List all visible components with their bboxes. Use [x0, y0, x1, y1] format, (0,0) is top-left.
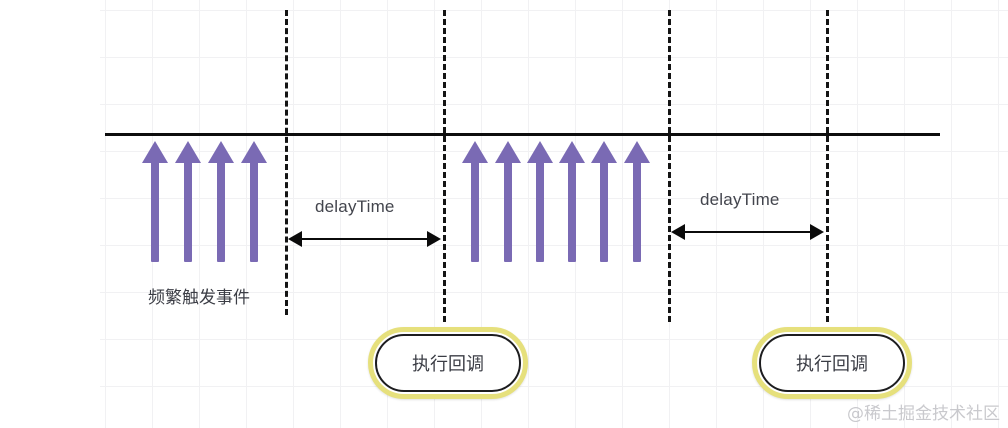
event-arrow	[208, 141, 234, 262]
event-arrow	[142, 141, 168, 262]
arrow-head-up-icon	[591, 141, 617, 163]
event-arrow	[624, 141, 650, 262]
dashed-line-burst-1-end	[285, 10, 288, 315]
dashed-line-callback-1	[443, 10, 446, 322]
arrow-head-up-icon	[241, 141, 267, 163]
arrow-head-up-icon	[142, 141, 168, 163]
arrow-shaft	[151, 157, 159, 262]
arrow-shaft	[184, 157, 192, 262]
arrow-head-left-icon	[288, 231, 302, 247]
event-arrow	[175, 141, 201, 262]
arrow-shaft	[250, 157, 258, 262]
event-arrow	[495, 141, 521, 262]
callback-pill-label-1: 执行回调	[412, 354, 484, 375]
arrow-shaft	[504, 157, 512, 262]
arrow-head-up-icon	[208, 141, 234, 163]
arrow-head-up-icon	[624, 141, 650, 163]
callback-pill-inner: 执行回调	[375, 334, 521, 392]
event-arrow	[559, 141, 585, 262]
event-arrow	[591, 141, 617, 262]
arrow-head-up-icon	[527, 141, 553, 163]
arrow-head-up-icon	[175, 141, 201, 163]
arrow-head-up-icon	[462, 141, 488, 163]
delay-time-label-2: delayTime	[700, 190, 780, 209]
graph-paper-grid	[100, 0, 1008, 428]
callback-pill-label-2: 执行回调	[796, 354, 868, 375]
delay-time-label-1: delayTime	[315, 197, 395, 216]
arrow-head-left-icon	[671, 224, 685, 240]
watermark: @稀土掘金技术社区	[847, 404, 1000, 424]
callback-pill-2: 执行回调	[752, 327, 912, 399]
arrow-shaft	[633, 157, 641, 262]
delay-time-arrow-1	[288, 231, 441, 247]
timeline-axis	[105, 133, 940, 136]
event-arrow	[241, 141, 267, 262]
burst-1-label: 频繁触发事件	[148, 288, 250, 308]
arrow-head-right-icon	[810, 224, 824, 240]
arrow-shaft	[568, 157, 576, 262]
arrow-head-up-icon	[495, 141, 521, 163]
arrow-head-right-icon	[427, 231, 441, 247]
callback-pill-inner: 执行回调	[759, 334, 905, 392]
arrow-shaft	[536, 157, 544, 262]
delay-time-arrow-2	[671, 224, 824, 240]
measure-bar	[680, 231, 815, 233]
event-arrow	[462, 141, 488, 262]
event-arrow	[527, 141, 553, 262]
dashed-line-callback-2	[826, 10, 829, 322]
arrow-shaft	[471, 157, 479, 262]
callback-pill-1: 执行回调	[368, 327, 528, 399]
dashed-line-burst-2-end	[668, 10, 671, 322]
arrow-shaft	[600, 157, 608, 262]
arrow-shaft	[217, 157, 225, 262]
arrow-head-up-icon	[559, 141, 585, 163]
measure-bar	[297, 238, 432, 240]
